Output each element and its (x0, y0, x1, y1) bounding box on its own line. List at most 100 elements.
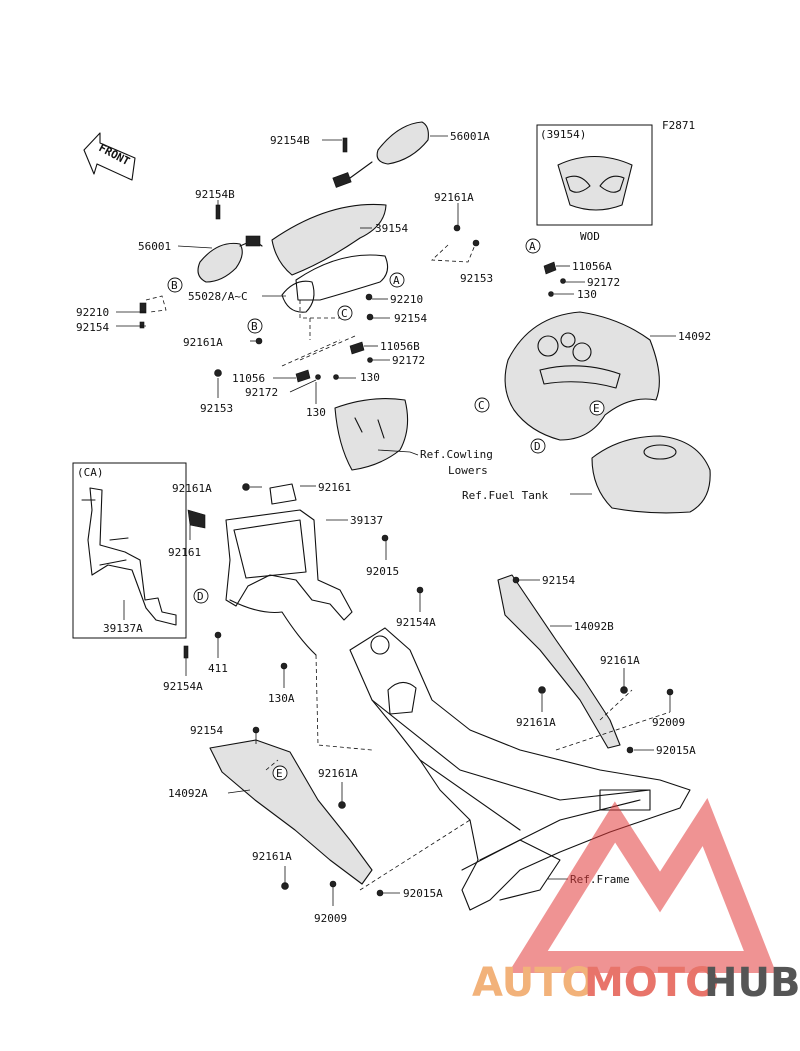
label-14092: 14092 (678, 330, 711, 343)
bracket-ca-shape (87, 487, 177, 626)
inset-wod-caption: WOD (580, 230, 600, 243)
inner-cover-14092 (504, 311, 660, 441)
ref-frame (349, 627, 691, 911)
front-label: FRONT (97, 141, 133, 168)
watermark-auto: AUTO (472, 960, 596, 1006)
mirror-right (332, 121, 429, 188)
svg-text:D: D (197, 590, 204, 603)
callout-a-2 (525, 238, 541, 254)
label-11056A: 11056A (572, 260, 612, 273)
label-92153-b: 92153 (200, 402, 233, 415)
label-ref-cowling-lowers: Lowers (448, 464, 488, 477)
callout-b-1 (167, 277, 183, 293)
label-411: 411 (208, 662, 228, 675)
leader-lines (116, 135, 676, 906)
label-92161A-b: 92161A (183, 336, 223, 349)
callout-e-2 (272, 765, 288, 781)
callout-c-2 (474, 397, 490, 413)
svg-text:B: B (251, 320, 258, 333)
label-130-c: 130 (577, 288, 597, 301)
side-cover-14092B (497, 574, 621, 749)
svg-text:C: C (478, 399, 485, 412)
svg-text:B: B (171, 279, 178, 292)
callout-d-1 (530, 438, 546, 454)
label-92154B-a: 92154B (270, 134, 310, 147)
label-92015A-b: 92015A (403, 887, 443, 900)
label-14092B: 14092B (574, 620, 614, 633)
label-11056B: 11056B (380, 340, 420, 353)
label-92161A-e: 92161A (516, 716, 556, 729)
label-39137: 39137 (350, 514, 383, 527)
label-92154B-b: 92154B (195, 188, 235, 201)
meter-cover (295, 254, 389, 301)
label-92161-b: 92161 (168, 546, 201, 559)
label-55028: 55028/A~C (188, 290, 248, 303)
label-56001A: 56001A (450, 130, 490, 143)
label-ref-cowling: Ref.Cowling (420, 448, 493, 461)
label-11056: 11056 (232, 372, 265, 385)
mirror-left (197, 235, 263, 283)
label-92153-a: 92153 (460, 272, 493, 285)
label-92161A-f: 92161A (318, 767, 358, 780)
front-arrow-icon: FRONT (83, 132, 136, 181)
watermark-hub: HUB (704, 960, 800, 1006)
svg-text:D: D (534, 440, 541, 453)
label-130-a: 130 (360, 371, 380, 384)
part-labels: 92154B 56001A 92154B 39154 92161A 56001 … (76, 130, 711, 925)
inset-ca: (CA) 39137A (72, 462, 187, 639)
label-92154-b: 92154 (76, 321, 109, 334)
label-92154A-a: 92154A (396, 616, 436, 629)
label-92172-c: 92172 (587, 276, 620, 289)
svg-text:C: C (341, 307, 348, 320)
label-92210-a: 92210 (390, 293, 423, 306)
label-92210-b: 92210 (76, 306, 109, 319)
label-92172-a: 92172 (392, 354, 425, 367)
callout-a-1 (389, 272, 405, 288)
ref-cowling-lowers (334, 398, 409, 471)
callout-markers: A B B C A C E D D E (167, 238, 605, 781)
label-92154-a: 92154 (394, 312, 427, 325)
windscreen-39154 (271, 203, 387, 276)
inset-wod-title: (39154) (540, 128, 586, 141)
label-92015: 92015 (366, 565, 399, 578)
callout-c-1 (337, 305, 353, 321)
label-92161A-a: 92161A (434, 191, 474, 204)
label-92154-d: 92154 (190, 724, 223, 737)
svg-text:E: E (276, 767, 283, 780)
callout-d-2 (193, 588, 209, 604)
stay-39137 (187, 483, 353, 656)
diagram-code: F2871 (662, 119, 695, 132)
windscreen-wod-shape (557, 156, 633, 211)
label-130-b: 130 (306, 406, 326, 419)
label-92172-b: 92172 (245, 386, 278, 399)
label-92015A-a: 92015A (656, 744, 696, 757)
svg-text:A: A (393, 274, 400, 287)
side-cover-14092A (209, 739, 373, 885)
watermark-logo: AUTO MOTO HUB (472, 797, 800, 1006)
label-56001: 56001 (138, 240, 171, 253)
svg-text:A: A (529, 240, 536, 253)
label-92161A-g: 92161A (252, 850, 292, 863)
watermark-moto: MOTO (584, 960, 719, 1006)
label-92009-b: 92009 (314, 912, 347, 925)
label-92154A-b: 92154A (163, 680, 203, 693)
inset-ca-part: 39137A (103, 622, 143, 635)
label-92154-c: 92154 (542, 574, 575, 587)
label-14092A: 14092A (168, 787, 208, 800)
mirror-stay-55028 (281, 280, 315, 313)
inset-ca-frame (72, 462, 187, 639)
label-92161-a: 92161 (318, 481, 351, 494)
label-92161A-c: 92161A (172, 482, 212, 495)
inset-ca-title: (CA) (77, 466, 104, 479)
label-130A: 130A (268, 692, 295, 705)
label-39154: 39154 (375, 222, 408, 235)
label-ref-fuel-tank: Ref.Fuel Tank (462, 489, 548, 502)
svg-text:E: E (593, 402, 600, 415)
label-92009-a: 92009 (652, 716, 685, 729)
fasteners (139, 137, 674, 897)
inset-wod-frame (536, 124, 653, 226)
callout-e-1 (589, 400, 605, 416)
inset-wod: (39154) WOD (536, 124, 653, 243)
